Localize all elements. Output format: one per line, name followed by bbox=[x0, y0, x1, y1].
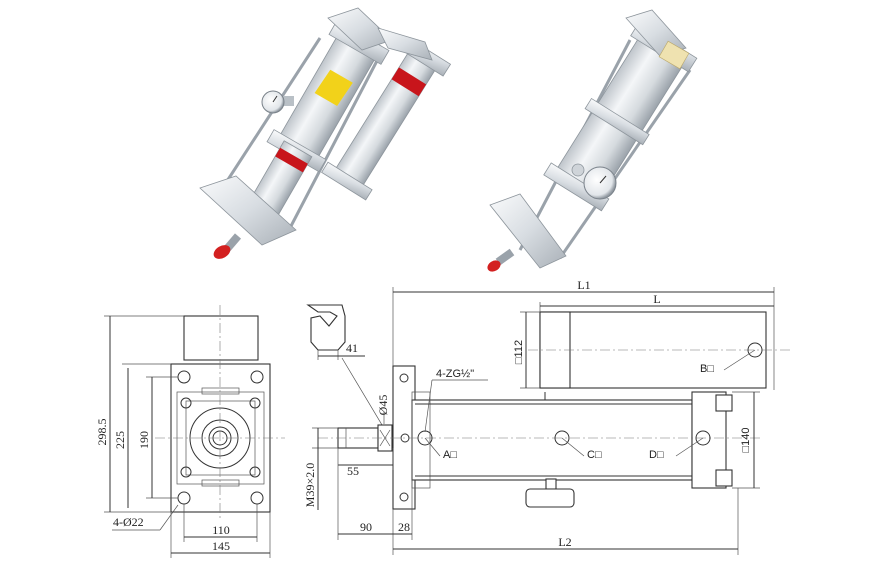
product-photo-2 bbox=[487, 9, 698, 272]
dim-len-28: 28 bbox=[398, 520, 410, 534]
side-view: 41 Ø45 A bbox=[303, 278, 790, 555]
port-d-label: D□ bbox=[649, 449, 664, 461]
dim-height-total: 298.5 bbox=[95, 419, 109, 446]
port-a-label: A□ bbox=[443, 449, 457, 461]
dim-wrench-41: 41 bbox=[346, 341, 358, 355]
dim-L2: L2 bbox=[558, 535, 571, 549]
dim-height-190: 190 bbox=[137, 431, 151, 449]
dim-L: L bbox=[653, 292, 660, 306]
port-b-label: B□ bbox=[700, 363, 714, 375]
dim-holes: 4-Ø22 bbox=[113, 515, 144, 529]
dim-height-225: 225 bbox=[113, 431, 127, 449]
front-view: 298.5 225 190 4-Ø22 110 145 bbox=[95, 305, 285, 558]
dim-phi45: Ø45 bbox=[376, 395, 390, 416]
dim-sq140: □140 bbox=[740, 428, 752, 453]
dim-L1: L1 bbox=[577, 278, 590, 292]
ports-callout: 4-ZG½" bbox=[436, 368, 474, 380]
product-photo-1 bbox=[199, 7, 452, 259]
dim-sq112: □112 bbox=[513, 340, 525, 364]
dim-thread: M39×2.0 bbox=[303, 463, 317, 507]
dim-width-145: 145 bbox=[212, 539, 230, 553]
dim-width-110: 110 bbox=[212, 523, 230, 537]
dim-len-90: 90 bbox=[360, 520, 372, 534]
port-c-label: C□ bbox=[587, 449, 602, 461]
dim-len-55: 55 bbox=[347, 464, 359, 478]
